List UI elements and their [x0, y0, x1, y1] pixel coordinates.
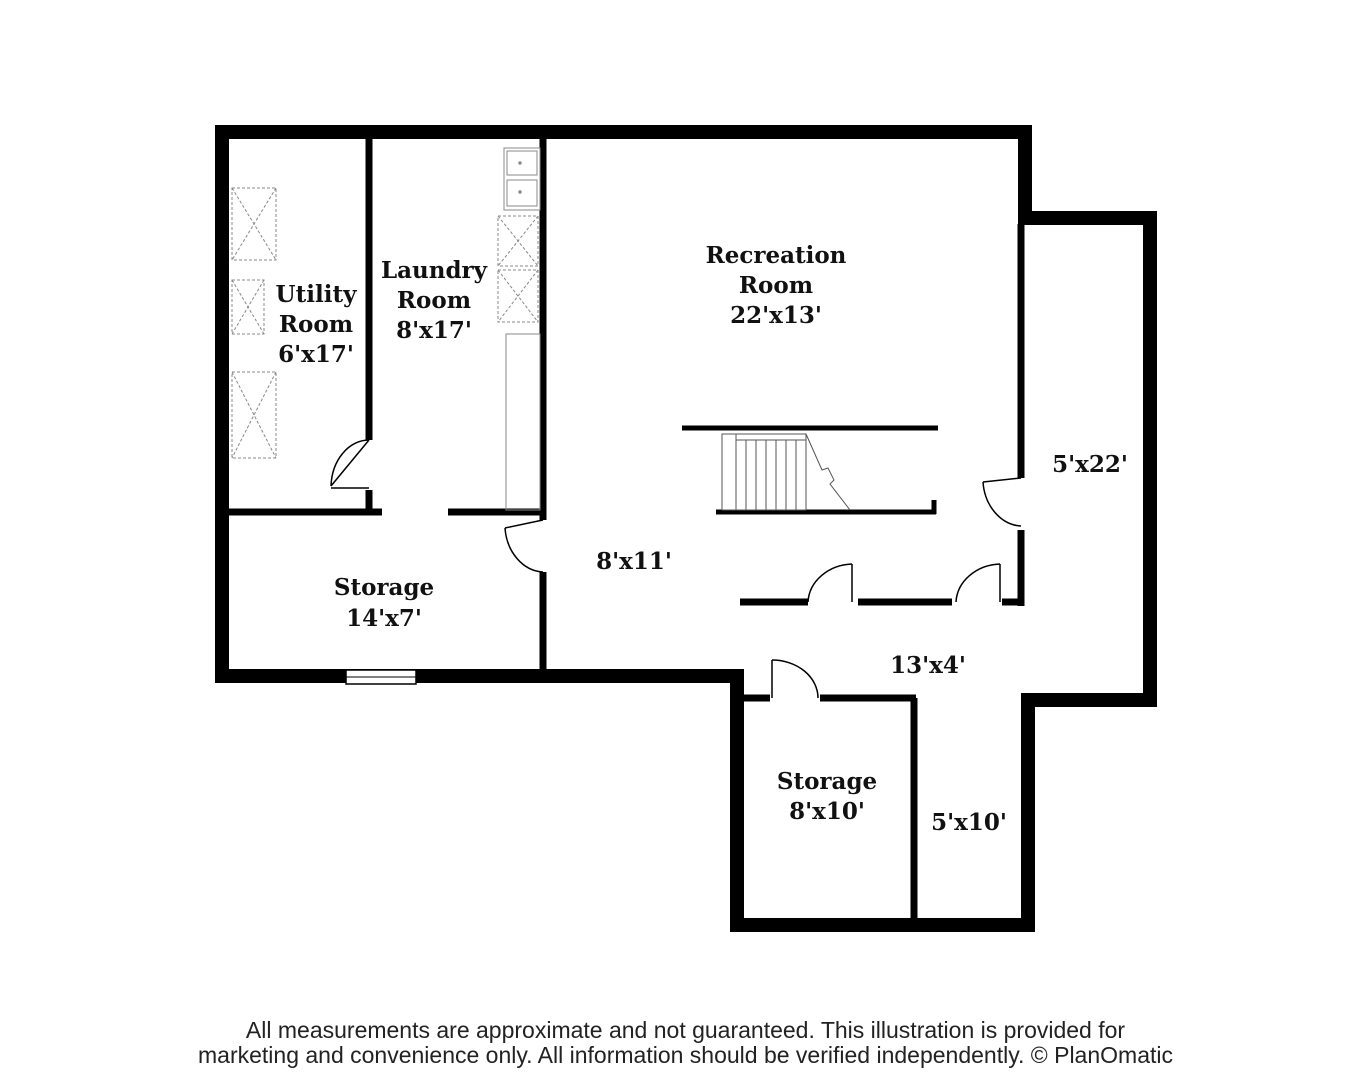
floor-plan: Utility Room 6'x17' Laundry Room 8'x17' …	[215, 125, 1157, 932]
door-side-room	[982, 477, 1022, 527]
hall-8x11-size: 8'x11'	[596, 548, 672, 575]
door-laundry-hall	[504, 519, 544, 573]
laundry-fixtures	[497, 147, 541, 511]
outer-walls	[215, 125, 1157, 932]
storage-west-name: Storage	[334, 574, 434, 601]
room-labels: Utility Room 6'x17' Laundry Room 8'x17' …	[276, 242, 1128, 836]
utility-room-size: 6'x17'	[278, 341, 354, 368]
laundry-room-size: 8'x17'	[396, 317, 472, 344]
recreation-room-name-2: Room	[739, 272, 813, 299]
laundry-room-name-2: Room	[397, 287, 471, 314]
utility-room-name: Utility	[276, 281, 358, 308]
storage-south-name: Storage	[777, 768, 877, 795]
disclaimer: All measurements are approximate and not…	[0, 1018, 1371, 1068]
door-hall-left	[807, 563, 853, 603]
hall-13x4-size: 13'x4'	[890, 652, 966, 679]
storage-south-size: 8'x10'	[789, 798, 865, 825]
door-storage-south	[771, 659, 819, 699]
doors	[330, 439, 1022, 699]
storage-west-size: 14'x7'	[346, 605, 422, 632]
side-5x22-size: 5'x22'	[1052, 451, 1128, 478]
utility-room-name-2: Room	[279, 311, 353, 338]
recreation-room-name: Recreation	[706, 242, 847, 269]
door-hall-right	[955, 563, 1001, 603]
utility-fixtures	[231, 187, 277, 459]
closet-5x10-size: 5'x10'	[931, 809, 1007, 836]
window	[345, 669, 417, 685]
disclaimer-line-1: All measurements are approximate and not…	[245, 1017, 1126, 1043]
door-utility	[330, 439, 370, 489]
recreation-room-size: 22'x13'	[730, 302, 822, 329]
disclaimer-line-2: marketing and convenience only. All info…	[198, 1042, 1173, 1068]
laundry-room-name: Laundry	[381, 257, 488, 284]
stairs	[721, 433, 851, 511]
interior-walls	[228, 138, 1025, 920]
